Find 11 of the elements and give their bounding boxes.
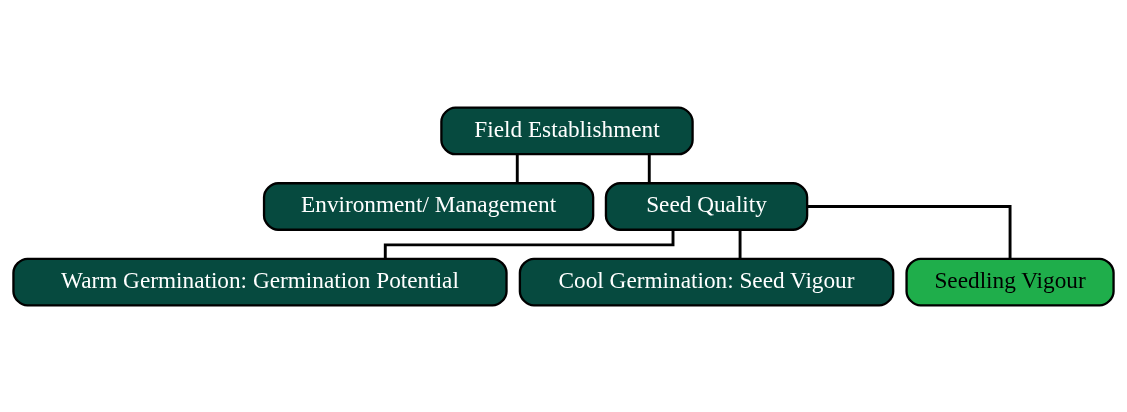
- connector: [738, 229, 742, 258]
- node-box: Field Establishment: [440, 106, 694, 155]
- connector: [383, 229, 675, 259]
- connector: [807, 204, 1012, 259]
- node-box: Environment/ Management: [262, 181, 595, 231]
- connector: [647, 153, 651, 183]
- node-box: Seedling Vigour: [905, 257, 1115, 306]
- node-box: Warm Germination: Germination Potential: [12, 257, 508, 306]
- node-box: Seed Quality: [604, 181, 809, 231]
- connector: [515, 153, 519, 183]
- node-box: Cool Germination: Seed Vigour: [518, 257, 895, 306]
